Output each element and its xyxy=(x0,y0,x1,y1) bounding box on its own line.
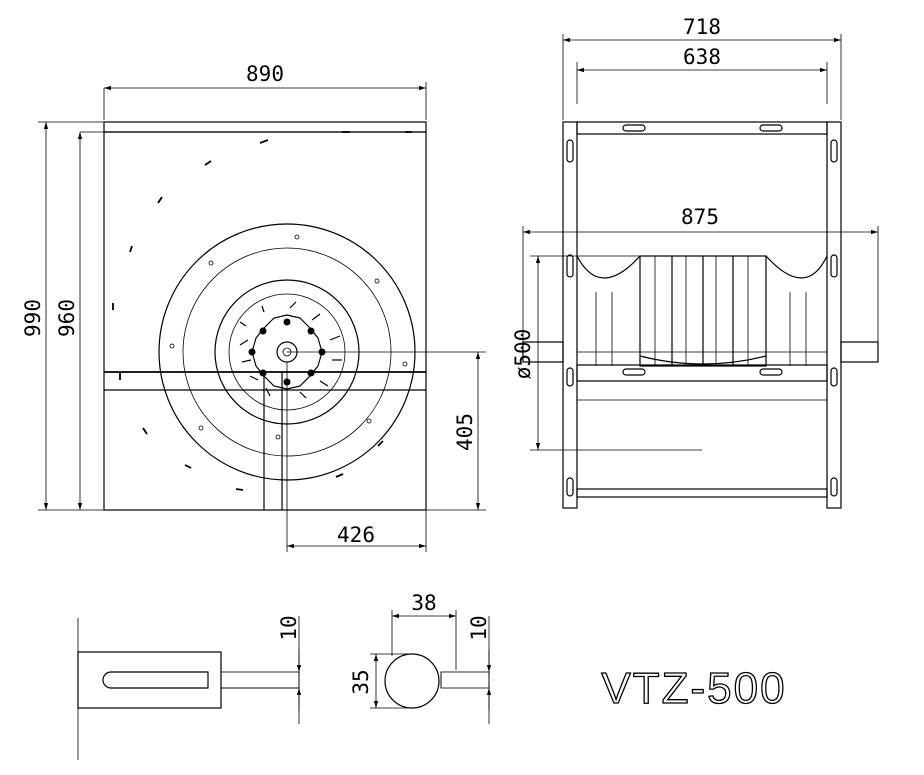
side-frame-left xyxy=(562,121,578,509)
front-housing xyxy=(103,131,427,511)
shaft-left xyxy=(522,341,564,363)
dim-wheel-diameter: ø500 xyxy=(511,329,535,380)
volute-dashes xyxy=(112,131,412,491)
dim-shaft-diameter: 35 xyxy=(349,669,373,694)
side-frame-right xyxy=(826,121,842,509)
dim-shaft-length: 875 xyxy=(681,205,719,229)
shaft-right xyxy=(840,341,879,363)
impeller-blades xyxy=(239,301,342,399)
dim-outlet-width: 426 xyxy=(337,523,375,547)
dim-height-total: 990 xyxy=(21,299,45,337)
shaft-section xyxy=(384,653,440,709)
front-view: 890 990 960 405 426 xyxy=(21,62,486,552)
dim-height-inner: 960 xyxy=(55,299,79,337)
dim-outlet-height: 405 xyxy=(453,413,477,451)
dim-key-width: 10 xyxy=(467,615,491,640)
dim-overall-width: 718 xyxy=(683,15,721,39)
side-view: 718 638 875 ø500 xyxy=(511,15,879,509)
model-title: VTZ-500 xyxy=(601,664,786,713)
dim-width: 890 xyxy=(246,62,284,86)
keyway xyxy=(102,671,209,689)
shaft-detail-right: 38 10 35 xyxy=(349,591,492,724)
dim-hub-width: 38 xyxy=(411,591,436,615)
dim-inner-width: 638 xyxy=(683,45,721,69)
dim-key-offset: 10 xyxy=(277,615,301,640)
shaft-detail-left: 10 xyxy=(77,615,302,760)
